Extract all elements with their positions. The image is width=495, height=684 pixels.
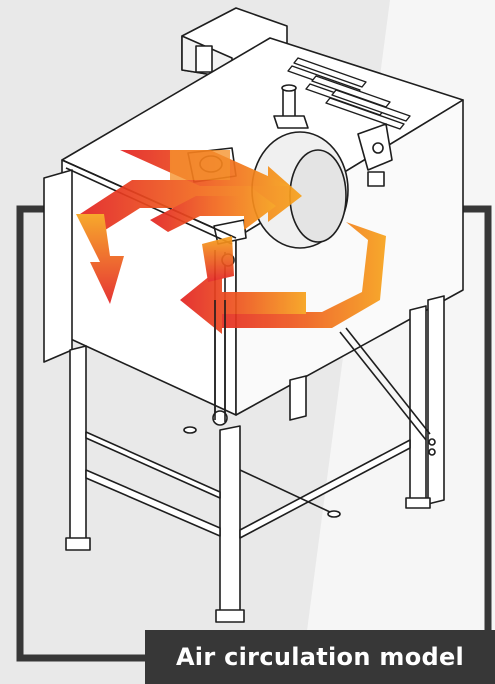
front-edge-overlay bbox=[214, 300, 226, 422]
leg-front-left bbox=[69, 345, 87, 545]
leg-front-middle bbox=[219, 425, 241, 617]
airflow-arrow bbox=[206, 222, 386, 328]
airflow-arrow bbox=[180, 266, 306, 334]
airflow-arrow bbox=[150, 182, 276, 232]
door-panel bbox=[43, 169, 73, 363]
frame-lines bbox=[16, 205, 492, 662]
airflow-arrow bbox=[202, 236, 234, 282]
caption-bar: Air circulation model bbox=[145, 630, 495, 684]
airflow-arrows bbox=[76, 150, 386, 334]
caption-text: Air circulation model bbox=[175, 643, 465, 671]
stand bbox=[65, 295, 445, 623]
airflow-arrow bbox=[170, 150, 230, 180]
airflow-arrow bbox=[76, 214, 124, 304]
vent-slots bbox=[287, 57, 411, 130]
